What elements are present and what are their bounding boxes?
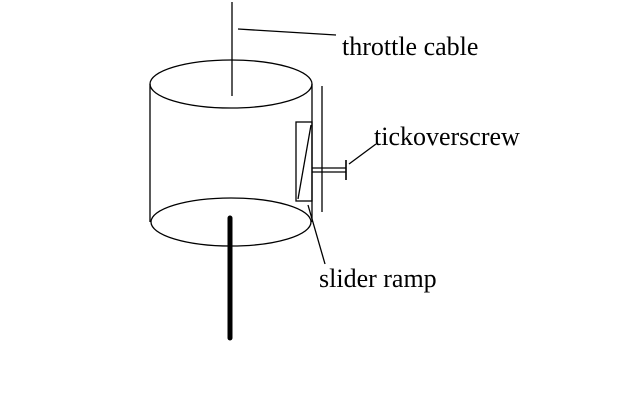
tickover-screw-label: tickoverscrew — [374, 122, 520, 151]
slider-ramp-leader — [307, 204, 326, 265]
slider-ramp-label: slider ramp — [319, 264, 437, 293]
cylinder-top — [149, 59, 313, 109]
slider-ramp-diagonal — [297, 124, 312, 200]
slider-ramp-plate — [295, 121, 313, 202]
throttle-cable-leader — [237, 28, 337, 36]
throttle-cable-label: throttle cable — [342, 32, 479, 61]
tickover-screw-leader — [348, 143, 377, 165]
